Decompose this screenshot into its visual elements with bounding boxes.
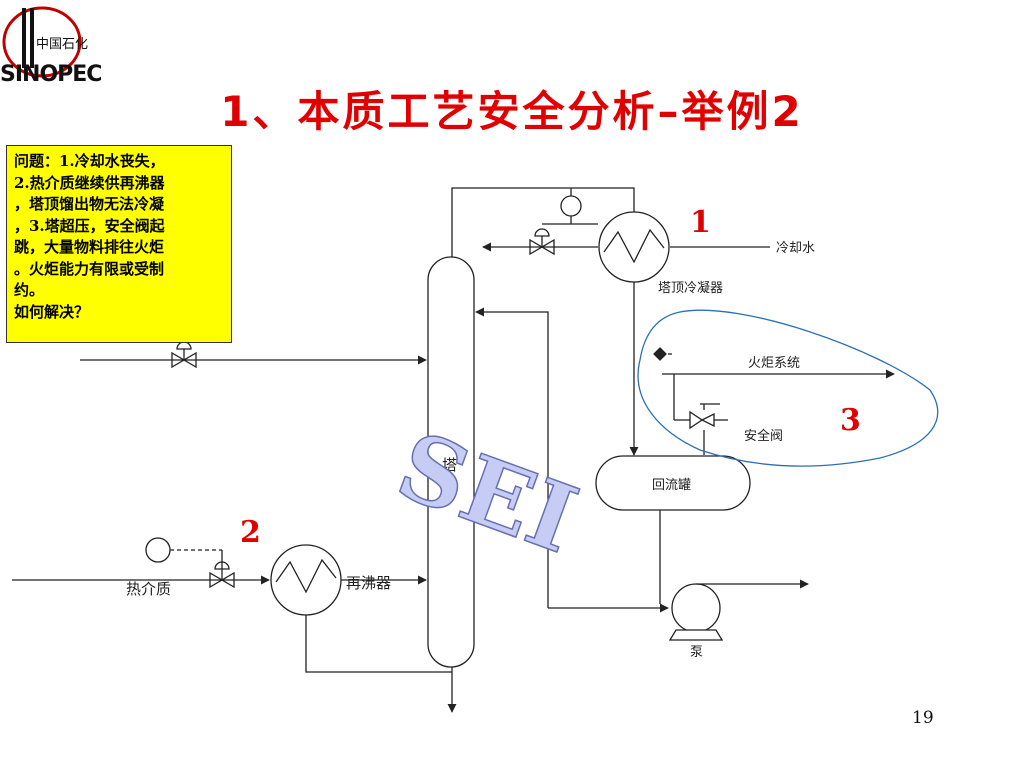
logo-text: SINOPEC [0, 62, 102, 87]
problem-line: 问题：1.冷却水丧失， [14, 152, 165, 170]
cooling-water-valve-left [529, 238, 544, 256]
label-cooling-water: 冷却水 [776, 241, 815, 256]
problem-line: 2.热介质继续供再沸器 [14, 173, 165, 192]
feed-valve-left [171, 351, 186, 369]
reboiler-instrument [145, 537, 171, 563]
reboiler-feed-line [305, 615, 452, 673]
heat-medium-valve-right [220, 571, 235, 589]
safety-valve-body [689, 410, 704, 430]
heat-medium-valve-left [209, 571, 224, 589]
watermark: SEI [384, 411, 590, 574]
problem-statement-box: 问题：1.冷却水丧失， 2.热介质继续供再沸器 ，塔顶馏出物无法冷凝 ，3.塔超… [6, 145, 232, 343]
label-reflux-drum: 回流罐 [652, 478, 691, 493]
marker-2: 2 [240, 515, 261, 550]
logo-chinese: 中国石化 [36, 37, 88, 52]
label-pump: 泵 [690, 645, 703, 660]
reboiler-coil [275, 558, 337, 594]
label-heat-medium: 热介质 [126, 580, 171, 598]
reflux-return-line [475, 307, 549, 608]
problem-line: 如何解决？ [14, 302, 90, 321]
flare-header-symbol [653, 347, 667, 361]
reboiler-exchanger [270, 544, 342, 616]
problem-line: 跳，大量物料排往火炬 [14, 238, 165, 256]
problem-line: 约。 [14, 281, 45, 299]
reflux-drum [595, 455, 751, 511]
label-flare-system: 火炬系统 [748, 356, 800, 371]
reflux-pump [671, 583, 721, 633]
sinopec-logo: 中国石化 SINOPEC [0, 0, 102, 92]
problem-line: ，3.塔超压，安全阀起 [14, 216, 165, 235]
sinopec-logo-emblem: 中国石化 [2, 6, 88, 78]
highlight-cloud [637, 309, 939, 467]
condenser-coil [603, 228, 665, 264]
marker-3: 3 [840, 403, 861, 438]
condenser-exchanger [598, 211, 670, 283]
page-number: 19 [912, 708, 934, 728]
condenser-instrument [560, 195, 582, 217]
label-safety-valve: 安全阀 [744, 428, 783, 444]
problem-line: 。火炬能力有限或受制 [14, 259, 165, 278]
marker-1: 1 [690, 205, 711, 240]
problem-line: ，塔顶馏出物无法冷凝 [14, 195, 165, 213]
cooling-water-valve-right [540, 238, 555, 256]
tower-column [427, 256, 475, 668]
label-tower: 塔 [442, 456, 457, 474]
label-reboiler: 再沸器 [346, 574, 391, 592]
overhead-vapor-line [451, 187, 635, 257]
page-title: 1、本质工艺安全分析–举例2 [220, 87, 804, 136]
label-condenser: 塔顶冷凝器 [658, 280, 723, 296]
feed-valve-right [182, 351, 197, 369]
